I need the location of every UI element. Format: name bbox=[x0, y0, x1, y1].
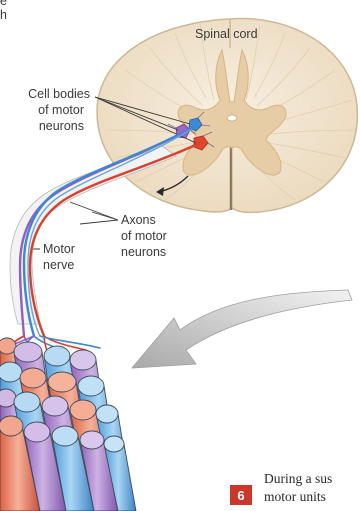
motor-nerve-label-line1: Motor bbox=[43, 242, 75, 257]
cell-bodies-label-line3: neurons bbox=[39, 119, 84, 134]
cell-bodies-label-line1: Cell bodies bbox=[28, 87, 90, 102]
central-canal bbox=[227, 115, 237, 121]
muscle-fibers bbox=[0, 338, 136, 511]
cell-bodies-label-line2: of motor bbox=[38, 103, 84, 118]
caption-line1: During a sus bbox=[264, 471, 332, 487]
axons-label-line3: neurons bbox=[121, 245, 166, 260]
step-number-badge: 6 bbox=[230, 485, 252, 505]
zoom-arrow bbox=[132, 290, 352, 368]
motor-nerve-label-line2: nerve bbox=[43, 258, 74, 273]
axons-label-line2: of motor bbox=[121, 229, 167, 244]
axons-label-line1: Axons bbox=[121, 213, 156, 228]
spinal-cord-label: Spinal cord bbox=[195, 27, 258, 42]
caption-line2: motor units bbox=[264, 489, 326, 505]
cut-off-text-fragment-2: h bbox=[0, 8, 7, 23]
